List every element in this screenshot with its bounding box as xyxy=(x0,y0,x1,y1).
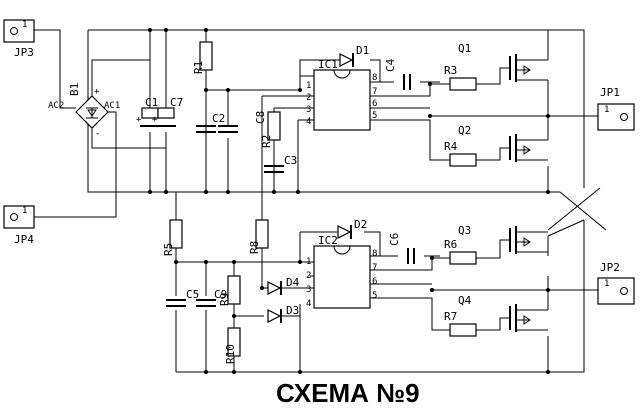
capacitor-c6: C6 xyxy=(388,233,415,264)
svg-text:C8: C8 xyxy=(254,111,267,124)
svg-text:C4: C4 xyxy=(384,58,397,72)
svg-text:+: + xyxy=(94,87,100,97)
svg-text:R4: R4 xyxy=(444,140,458,153)
jp2-label: JP2 xyxy=(600,261,620,274)
capacitor-c5: C5 xyxy=(166,288,199,307)
svg-text:5: 5 xyxy=(372,111,377,121)
jp4-label: JP4 xyxy=(14,233,34,246)
svg-text:R6: R6 xyxy=(444,238,457,251)
svg-text:-: - xyxy=(95,129,100,139)
svg-text:C7: C7 xyxy=(170,96,183,109)
svg-text:C3: C3 xyxy=(284,154,297,167)
connector-jp1: 1 JP1 xyxy=(597,86,635,131)
svg-text:8: 8 xyxy=(372,249,377,259)
svg-text:2: 2 xyxy=(306,271,311,281)
capacitor-c7: + C7 xyxy=(152,96,183,127)
svg-text:+: + xyxy=(152,115,158,125)
resistor-r2: R2 xyxy=(260,111,281,148)
capacitor-c3: C3 xyxy=(264,154,297,173)
svg-text:AC2: AC2 xyxy=(48,101,64,111)
svg-text:D2: D2 xyxy=(354,218,367,231)
junction-dots xyxy=(148,28,550,374)
svg-text:C6: C6 xyxy=(388,233,401,246)
svg-text:Q3: Q3 xyxy=(458,224,471,237)
svg-text:R9: R9 xyxy=(218,293,231,306)
svg-text:R2: R2 xyxy=(260,135,273,148)
connector-jp2: 1 JP2 xyxy=(597,261,635,305)
mosfet-q1: Q1 xyxy=(458,42,548,82)
svg-text:1: 1 xyxy=(22,206,27,216)
svg-text:D4: D4 xyxy=(286,276,300,289)
svg-text:C2: C2 xyxy=(212,112,225,125)
svg-text:1: 1 xyxy=(604,105,609,115)
ic-ic1: IC1 1 2 3 4 8 7 6 5 xyxy=(306,58,377,131)
svg-text:R5: R5 xyxy=(162,243,175,256)
resistor-r10: R10 xyxy=(224,327,241,364)
svg-text:2: 2 xyxy=(306,93,311,103)
svg-text:Q4: Q4 xyxy=(458,294,472,307)
svg-text:Q2: Q2 xyxy=(458,124,471,137)
svg-text:B1: B1 xyxy=(68,83,81,96)
svg-text:4: 4 xyxy=(306,117,311,127)
svg-text:4: 4 xyxy=(306,299,311,309)
svg-text:D1: D1 xyxy=(356,44,369,57)
wires xyxy=(30,29,607,373)
mosfet-q4: Q4 xyxy=(458,294,548,332)
svg-text:R10: R10 xyxy=(224,344,237,364)
jp1-label: JP1 xyxy=(600,86,620,99)
resistor-r8: R8 xyxy=(248,219,269,254)
svg-text:R7: R7 xyxy=(444,310,457,323)
connector-jp3: 1 JP3 xyxy=(3,19,35,59)
svg-text:C5: C5 xyxy=(186,288,199,301)
svg-text:3: 3 xyxy=(306,285,311,295)
svg-text:6: 6 xyxy=(372,99,377,109)
connector-jp4: 1 JP4 xyxy=(3,205,35,246)
svg-text:AC1: AC1 xyxy=(104,101,120,111)
svg-text:6: 6 xyxy=(372,277,377,287)
svg-text:R3: R3 xyxy=(444,64,457,77)
resistor-r9: R9 xyxy=(218,275,241,306)
svg-text:7: 7 xyxy=(372,87,377,97)
jp3-label: JP3 xyxy=(14,46,34,59)
svg-text:7: 7 xyxy=(372,263,377,273)
svg-text:R8: R8 xyxy=(248,241,261,254)
diode-d2: D2 xyxy=(337,218,367,239)
svg-text:1: 1 xyxy=(22,20,27,30)
svg-text:5: 5 xyxy=(372,291,377,301)
resistor-r6: R6 xyxy=(444,238,477,265)
mosfet-q2: Q2 xyxy=(458,124,548,162)
svg-text:IC2: IC2 xyxy=(318,234,338,247)
svg-text:1: 1 xyxy=(306,257,311,267)
svg-text:+: + xyxy=(136,115,142,125)
resistor-r3: R3 xyxy=(444,64,477,91)
bridge-rectifier-b1: B1 AC2 AC1 + - xyxy=(48,83,120,139)
mosfet-q3: Q3 xyxy=(458,224,548,254)
capacitor-c2: C2 xyxy=(196,112,238,133)
svg-text:C9: C9 xyxy=(214,288,227,301)
svg-text:Q1: Q1 xyxy=(458,42,471,55)
schematic-title: СХЕМА №9 xyxy=(276,378,420,408)
diode-d4: D4 xyxy=(267,276,300,295)
svg-text:3: 3 xyxy=(306,105,311,115)
capacitor-c9: C9 xyxy=(196,288,227,307)
svg-text:IC1: IC1 xyxy=(318,58,338,71)
svg-text:C1: C1 xyxy=(145,96,158,109)
svg-text:D3: D3 xyxy=(286,304,299,317)
ic-ic2: IC2 1 2 3 4 8 7 6 5 xyxy=(306,234,377,309)
diode-d1: D1 xyxy=(339,44,369,67)
resistor-r5: R5 xyxy=(162,219,183,256)
svg-text:R1: R1 xyxy=(192,61,205,74)
svg-text:1: 1 xyxy=(604,279,609,289)
capacitor-c4: C4 xyxy=(384,58,411,90)
diode-d3: D3 xyxy=(267,304,299,323)
resistor-r4: R4 xyxy=(444,140,477,167)
svg-text:1: 1 xyxy=(306,81,311,91)
svg-text:8: 8 xyxy=(372,73,377,83)
resistor-r1: R1 xyxy=(192,41,213,74)
resistor-r7: R7 xyxy=(444,310,477,337)
capacitor-c8: C8 xyxy=(254,111,267,124)
